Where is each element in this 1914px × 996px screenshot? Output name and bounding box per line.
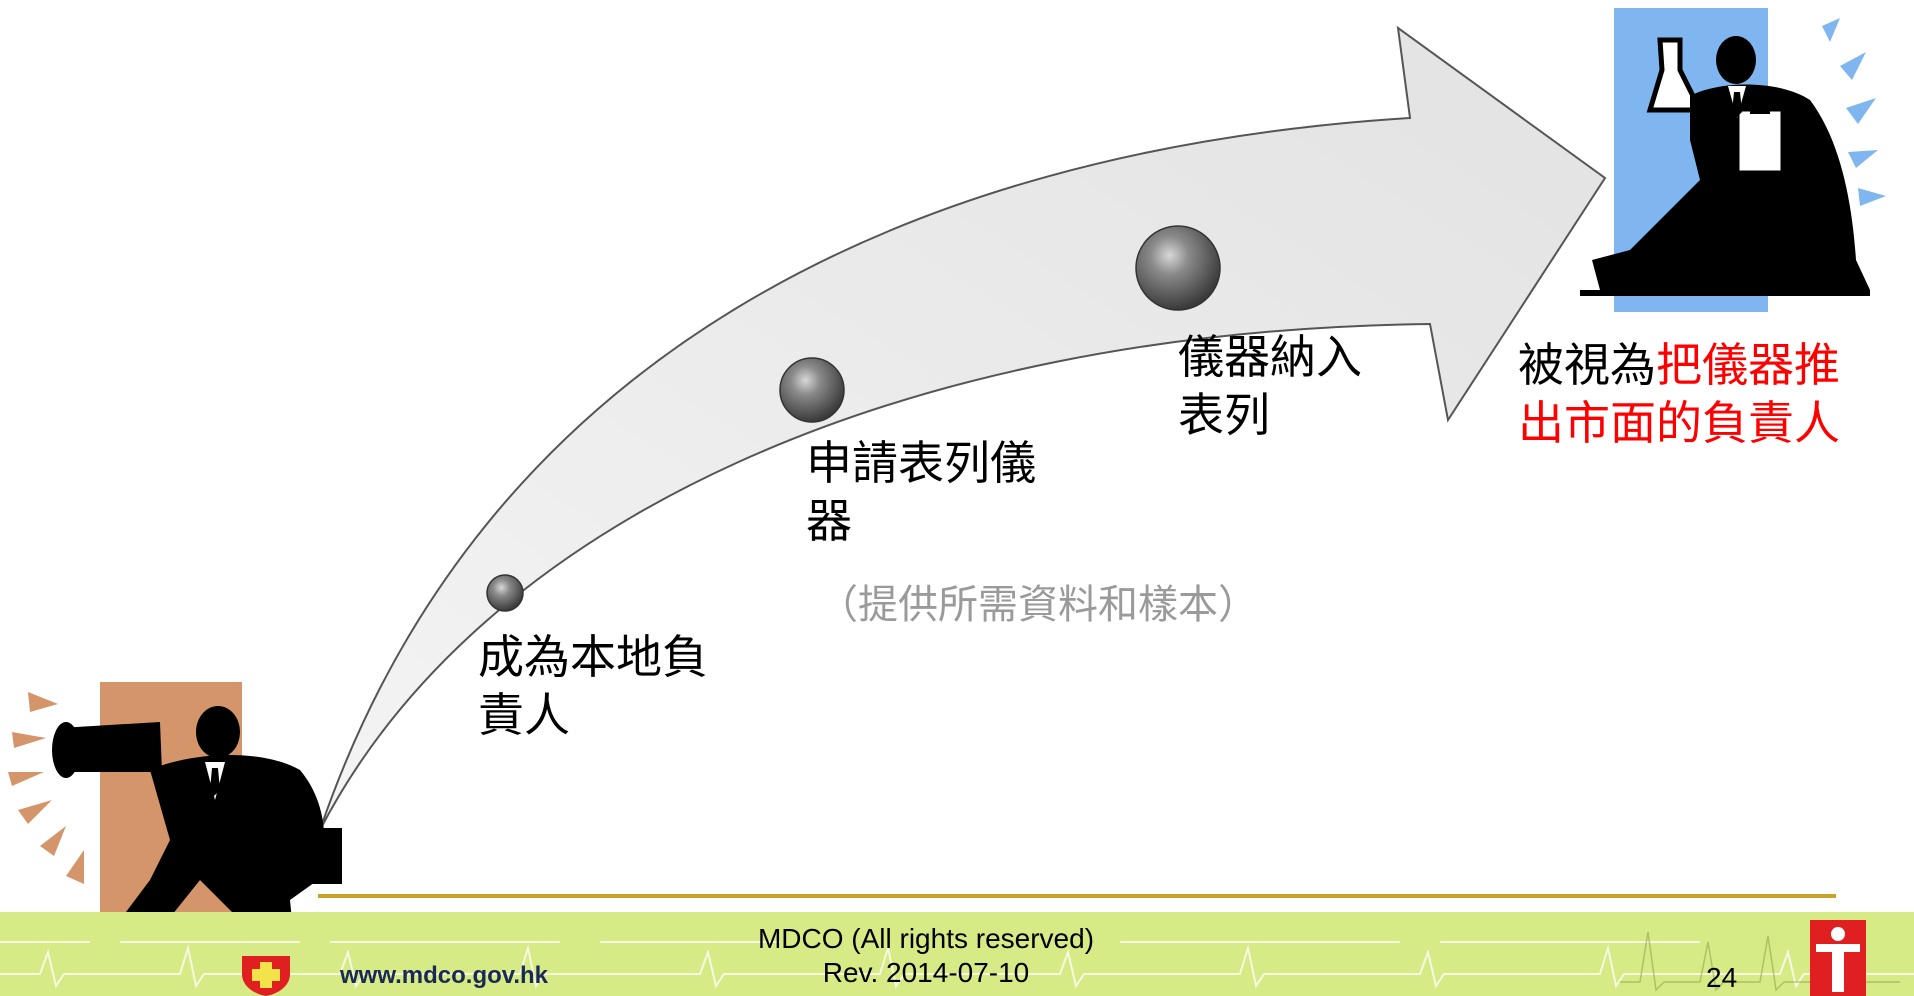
step-1-label-line2: 責人 <box>478 688 570 742</box>
outcome-line1-black: 被視為 <box>1518 338 1656 392</box>
step-2-label: 申請表列儀 器 <box>806 434 1036 550</box>
outcome-line2: 出市面的負責人 <box>1518 396 1840 450</box>
step-2-label-line1: 申請表列儀 <box>806 436 1036 490</box>
footer-rule <box>318 894 1836 898</box>
step-2-note: （提供所需資料和樣本） <box>818 582 1258 628</box>
ecg-pattern <box>0 931 1914 992</box>
step-1-label: 成為本地負 責人 <box>478 628 708 744</box>
page-number: 24 <box>1706 962 1738 993</box>
milestone-bubble-1 <box>486 574 524 612</box>
footer-center: MDCO (All rights reserved) Rev. 2014-07-… <box>736 922 1116 990</box>
step-3-label: 儀器納入 表列 <box>1178 328 1362 444</box>
milestone-bubble-2 <box>779 357 845 423</box>
step-2-label-line2: 器 <box>806 494 852 548</box>
outcome-line1-red: 把儀器推 <box>1656 338 1840 392</box>
step-3-label-line2: 表列 <box>1178 388 1270 442</box>
outcome-line1: 被視為把儀器推 <box>1518 336 1910 394</box>
footer-website: www.mdco.gov.hk <box>340 962 549 989</box>
footer-band <box>0 912 1914 996</box>
footer-revision: Rev. 2014-07-10 <box>822 957 1030 988</box>
milestone-bubble-3 <box>1135 225 1221 311</box>
footer-copyright: MDCO (All rights reserved) <box>757 923 1095 954</box>
department-logo-icon <box>1810 920 1866 996</box>
step-3-label-line1: 儀器納入 <box>1178 330 1362 384</box>
step-1-label-line1: 成為本地負 <box>478 630 708 684</box>
mdco-logo-icon <box>242 956 290 996</box>
progress-arrow <box>319 25 1607 831</box>
scientist-person-icon <box>1580 8 1886 312</box>
outcome-label: 被視為把儀器推 出市面的負責人 <box>1518 336 1910 452</box>
